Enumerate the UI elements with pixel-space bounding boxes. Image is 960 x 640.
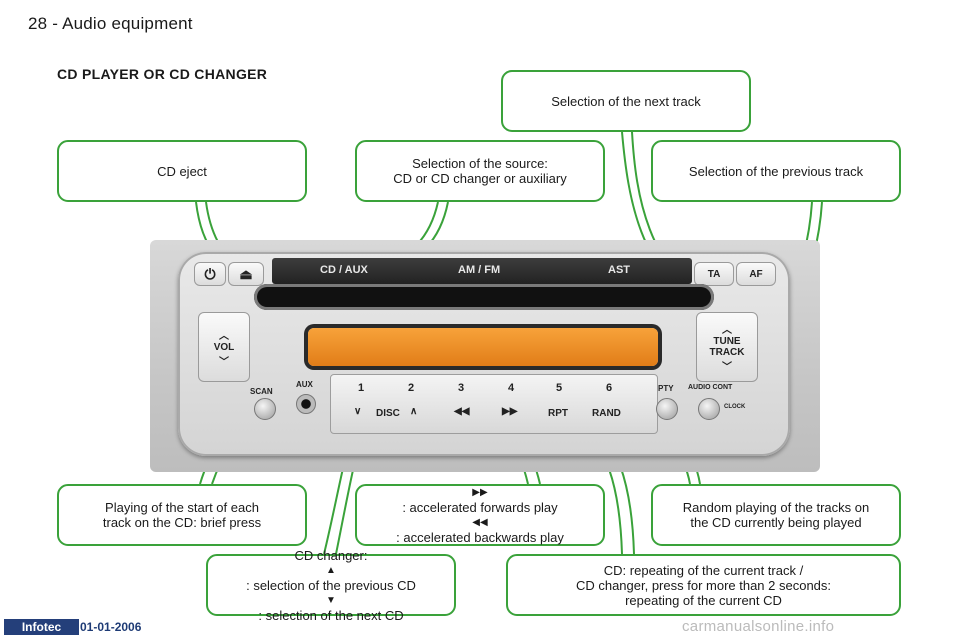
track-label: TRACK — [709, 347, 745, 358]
callout-text: : selection of the next CD — [258, 607, 404, 623]
callout-text: : accelerated backwards play — [396, 530, 564, 545]
callout-text: CD or CD changer or auxiliary — [393, 171, 567, 186]
fast-forward-icon: ▶▶ — [472, 487, 488, 498]
callout-cd-changer: CD changer: ▲: selection of the previous… — [206, 548, 456, 623]
rewind-icon: ◀◀ — [454, 406, 470, 417]
chevron-up-icon: ∧ — [410, 406, 418, 417]
callout-text: Selection of the source: — [412, 156, 548, 171]
volume-label: VOL — [213, 341, 235, 353]
section-title: CD PLAYER OR CD CHANGER — [57, 66, 268, 82]
tune-label: TUNE — [713, 336, 741, 347]
preset-2[interactable]: 2 — [408, 382, 415, 394]
orange-display — [308, 328, 658, 366]
af-button[interactable]: AF — [736, 262, 776, 286]
source-button[interactable]: CD / AUX — [320, 264, 368, 276]
fast-forward-icon: ▶▶ — [502, 406, 518, 417]
ta-label: TA — [707, 268, 721, 280]
pty-button[interactable] — [656, 398, 678, 420]
callout-next-track: Selection of the next track — [501, 70, 751, 132]
callout-fast-play: ▶▶ : accelerated forwards play ◀◀ : accele… — [355, 484, 605, 546]
ast-button[interactable]: AST — [608, 264, 630, 276]
rand-label: RAND — [592, 408, 621, 419]
chevron-down-icon: ∨ — [354, 406, 362, 417]
aux-label: AUX — [296, 380, 313, 389]
ta-button[interactable]: TA — [694, 262, 734, 286]
band-button[interactable]: AM / FM — [458, 264, 501, 276]
callout-text: Selection of the next track — [551, 93, 701, 109]
preset-6[interactable]: 6 — [606, 382, 613, 394]
callout-repeat: CD: repeating of the current track / CD … — [506, 554, 901, 616]
callout-text: Selection of the previous track — [688, 163, 864, 179]
triangle-down-icon: ▼ — [326, 594, 336, 606]
radio-illustration: ⏻ ⏏ CD / AUX AM / FM AST TA AF ︿ VOL ﹀ ︿… — [150, 240, 820, 472]
callout-cd-eject: CD eject — [57, 140, 307, 202]
callout-text: : selection of the previous CD — [246, 577, 416, 593]
callout-text: CD: repeating of the current track / — [603, 562, 804, 578]
callout-text: track on the CD: brief press — [102, 515, 262, 530]
rewind-icon: ◀◀ — [472, 517, 488, 528]
callout-text: CD changer, press for more than 2 second… — [575, 577, 832, 593]
disc-label: DISC — [376, 408, 400, 419]
clock-label: CLOCK — [724, 404, 746, 410]
eject-button[interactable]: ⏏ — [228, 262, 264, 286]
audio-button[interactable] — [698, 398, 720, 420]
infotec-badge: Infotec — [4, 619, 79, 635]
callout-text: CD eject — [157, 163, 207, 179]
preset-buttons-bar[interactable] — [330, 374, 658, 434]
callout-text: CD changer: — [294, 547, 368, 563]
source-band-strip — [272, 258, 692, 284]
tune-track-rocker[interactable]: ︿ TUNE TRACK ﹀ — [696, 312, 758, 382]
power-icon: ⏻ — [204, 265, 216, 282]
pty-label: PTY — [658, 384, 674, 393]
volume-rocker[interactable]: ︿ VOL ﹀ — [198, 312, 250, 382]
chevron-down-icon: ﹀ — [722, 362, 732, 373]
preset-4[interactable]: 4 — [508, 382, 515, 394]
footer-date: 01-01-2006 — [80, 620, 142, 634]
af-label: AF — [749, 268, 763, 280]
cd-slot — [254, 284, 714, 310]
callout-text: the CD currently being played — [690, 515, 862, 530]
scan-label: SCAN — [250, 387, 273, 396]
power-button[interactable]: ⏻ — [194, 262, 226, 286]
callout-random: Random playing of the tracks on the CD c… — [651, 484, 901, 546]
callout-source-selection: Selection of the source: CD or CD change… — [355, 140, 605, 202]
callout-text: Playing of the start of each — [105, 500, 259, 515]
scan-button[interactable] — [254, 398, 276, 420]
page-title: 28 - Audio equipment — [28, 14, 193, 33]
aux-jack[interactable] — [296, 394, 316, 414]
callout-text: : accelerated forwards play — [402, 500, 558, 515]
chevron-up-icon: ︿ — [722, 325, 732, 336]
preset-3[interactable]: 3 — [458, 382, 465, 394]
audio-label: AUDIO CONT — [688, 384, 733, 391]
callout-previous-track: Selection of the previous track — [651, 140, 901, 202]
triangle-up-icon: ▲ — [326, 564, 336, 576]
callout-text: Random playing of the tracks on — [682, 500, 870, 515]
rpt-label: RPT — [548, 408, 568, 419]
eject-icon: ⏏ — [239, 265, 253, 282]
preset-1[interactable]: 1 — [358, 382, 365, 394]
callout-scan: Playing of the start of each track on th… — [57, 484, 307, 546]
callout-text: repeating of the current CD — [625, 592, 782, 608]
chevron-down-icon: ﹀ — [219, 356, 229, 368]
watermark: carmanualsonline.info — [682, 618, 835, 635]
preset-5[interactable]: 5 — [556, 382, 563, 394]
chevron-up-icon: ︿ — [219, 330, 229, 342]
